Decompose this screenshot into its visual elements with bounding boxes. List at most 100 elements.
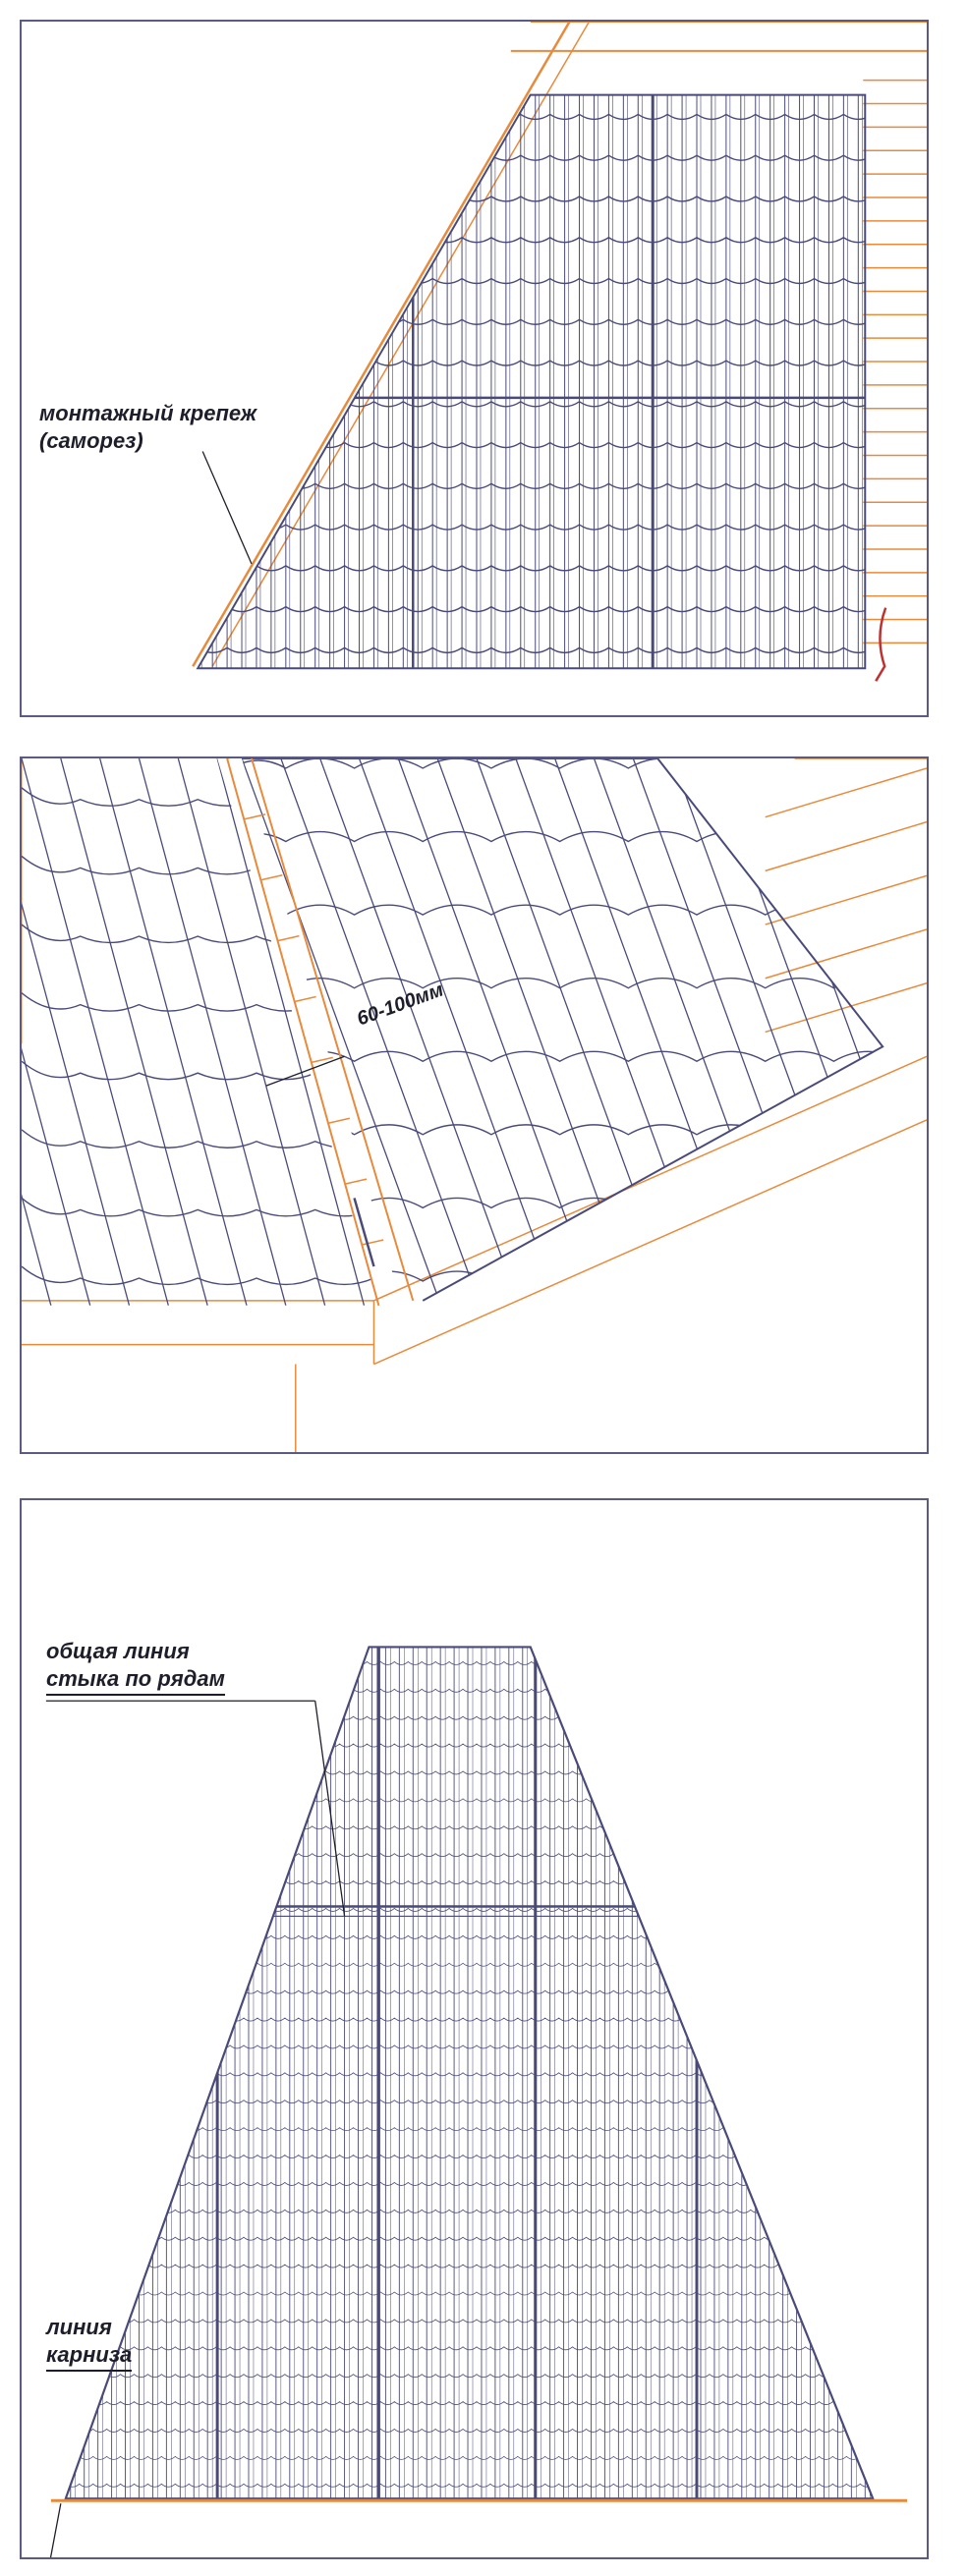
diagram-panel-slope-layout: общая линия стыка по рядам линия карниза [20, 1498, 929, 2559]
tile-step [22, 992, 374, 1012]
roof-ridge-drawing [22, 758, 927, 1452]
tile-step [22, 1265, 374, 1286]
tile-step [198, 565, 866, 572]
eave-line [373, 1119, 927, 1366]
eave-leader [49, 2503, 62, 2557]
joint-label-line2: стыка по рядам [46, 1665, 225, 1696]
tile-step [65, 2401, 874, 2405]
sheet-rib [99, 758, 248, 1306]
slope-outline [64, 1646, 875, 2500]
hip-batten [327, 1117, 351, 1124]
sheet-outline [242, 758, 884, 1302]
sheet-rib [280, 758, 478, 1297]
eave-line-label: линия карниза [46, 2314, 133, 2372]
tile-step [22, 924, 374, 944]
sheet-rib [476, 758, 673, 1297]
tile-step [198, 524, 866, 531]
tile-step [22, 1129, 374, 1148]
batten-line [765, 820, 927, 872]
tile-step [65, 1715, 874, 1720]
roof-sheet-drawing-top [192, 22, 927, 682]
hip-batten [362, 1239, 384, 1246]
diagram-panel-ridge-overlap: 60-100мм [20, 756, 929, 1454]
sheet-rib [827, 758, 883, 1297]
sheet-rib [60, 758, 208, 1306]
hip-batten [260, 874, 283, 881]
sheet-rib [788, 758, 883, 1297]
diagram-panel-fastener: монтажный крепеж (саморез) [20, 20, 929, 717]
joint-label-line1: общая линия [46, 1639, 190, 1663]
rafter-edge [192, 22, 571, 667]
tile-step [65, 1798, 874, 1803]
tile-step [65, 2072, 874, 2077]
fastener-leader [201, 451, 253, 565]
tile-step [65, 2483, 874, 2488]
tile-step [242, 1050, 883, 1072]
clipped-sheet-group [242, 758, 883, 1297]
sheet-rib [750, 758, 883, 1297]
sheet-rib [22, 758, 52, 1306]
eave-label-line1: линия [46, 2315, 112, 2339]
dimension-leader [265, 1055, 345, 1087]
fastener-label-line2: (саморез) [39, 427, 143, 453]
eave-line-top [373, 1055, 927, 1302]
tile-step [65, 2374, 874, 2379]
tile-step [65, 2100, 874, 2104]
roof-slope-drawing [45, 1646, 908, 2557]
sheet-rib [867, 758, 883, 1297]
tile-step [65, 2291, 874, 2296]
sheet-rib [358, 758, 556, 1297]
hip-batten [244, 813, 266, 820]
sheet-rib [22, 758, 131, 1306]
sheet-rib [711, 758, 883, 1297]
tile-step [198, 482, 866, 490]
tile-step [65, 2346, 874, 2351]
tile-step [65, 1853, 874, 1858]
rotate-arrow-mark [875, 607, 887, 682]
tile-step [65, 1907, 874, 1912]
tile-step [242, 978, 883, 999]
tile-step [65, 2017, 874, 2022]
rafter-edge-inner [211, 22, 591, 667]
sheet-rib [515, 758, 712, 1297]
tile-step [198, 646, 866, 654]
tile-step [65, 1770, 874, 1775]
tile-step [65, 2319, 874, 2324]
hip-batten [344, 1178, 368, 1185]
tile-step [65, 1989, 874, 1994]
tile-step [65, 2181, 874, 2186]
batten-line [765, 981, 927, 1034]
ridge-corner [353, 1198, 375, 1267]
batten-line [765, 874, 927, 925]
batten-line [765, 928, 927, 980]
hip-rafter-left [226, 758, 380, 1307]
joint-line-label: общая линия стыка по рядам [46, 1638, 225, 1696]
tile-step [22, 1060, 374, 1081]
tile-step [65, 2264, 874, 2268]
tile-step [242, 758, 883, 779]
tile-step [65, 1880, 874, 1884]
tile-step [65, 2428, 874, 2433]
batten-line [765, 767, 927, 818]
tile-step [65, 1743, 874, 1748]
sheet-rib [632, 758, 830, 1297]
tile-step [242, 831, 883, 852]
sheet-rib [138, 758, 287, 1306]
tile-step [65, 2209, 874, 2213]
sheet-rib [22, 758, 169, 1306]
tile-step [198, 605, 866, 613]
fastener-label-line1: монтажный крепеж [39, 401, 257, 425]
tile-step [22, 855, 374, 875]
tile-step [65, 1825, 874, 1830]
tile-step [65, 2236, 874, 2241]
sheet-rib [242, 758, 438, 1297]
sheet-rib [319, 758, 517, 1297]
tile-step [65, 1934, 874, 1939]
hip-rafter-right [251, 758, 415, 1302]
clipped-sheet-group [65, 1647, 874, 2499]
fastener-label: монтажный крепеж (саморез) [39, 400, 256, 454]
eave-label-line2: карниза [46, 2341, 133, 2372]
hip-batten [277, 934, 300, 942]
sheet-rib [216, 758, 366, 1306]
tile-step [65, 1962, 874, 1967]
